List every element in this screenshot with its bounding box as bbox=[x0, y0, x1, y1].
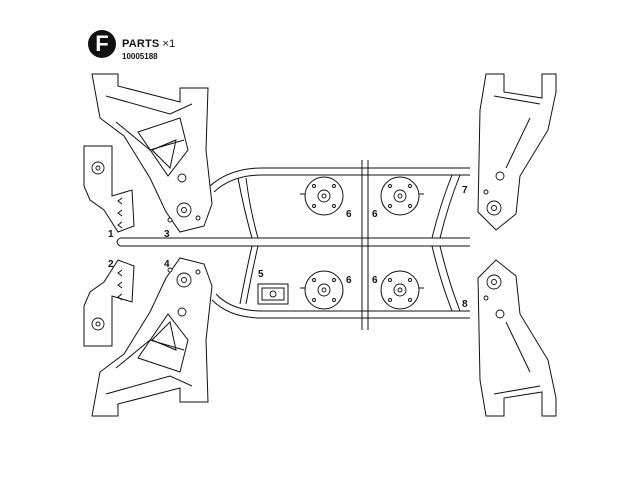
part-4-arm bbox=[91, 257, 213, 417]
part-7-arm bbox=[477, 73, 557, 231]
label-part-5: 5 bbox=[258, 269, 264, 280]
part-6-disc-top-left bbox=[304, 176, 344, 216]
parts-title: PARTS×1 bbox=[122, 38, 175, 50]
part-2-bracket bbox=[83, 259, 135, 347]
tree-letter: F bbox=[95, 31, 109, 56]
label-part-6-top-right: 6 bbox=[372, 209, 378, 220]
label-part-4: 4 bbox=[164, 259, 170, 270]
label-part-2: 2 bbox=[108, 259, 114, 270]
parts-quantity: ×1 bbox=[162, 38, 176, 50]
part-code: 10005188 bbox=[122, 52, 158, 61]
label-part-6-bottom-left: 6 bbox=[346, 275, 352, 286]
part-8-arm bbox=[477, 259, 557, 417]
part-5-block bbox=[257, 283, 289, 305]
tree-letter-badge: F bbox=[88, 30, 116, 58]
label-part-7: 7 bbox=[462, 185, 468, 196]
label-part-6-top-left: 6 bbox=[346, 209, 352, 220]
label-part-3: 3 bbox=[164, 229, 170, 240]
label-part-1: 1 bbox=[108, 229, 114, 240]
runner-frame bbox=[116, 160, 470, 330]
part-6-disc-bottom-left bbox=[304, 270, 344, 310]
label-part-8: 8 bbox=[462, 299, 468, 310]
label-part-6-bottom-right: 6 bbox=[372, 275, 378, 286]
part-1-bracket bbox=[83, 145, 135, 233]
part-3-arm bbox=[91, 73, 213, 233]
parts-title-text: PARTS bbox=[122, 38, 160, 50]
part-6-disc-bottom-right bbox=[380, 270, 420, 310]
part-6-disc-top-right bbox=[380, 176, 420, 216]
